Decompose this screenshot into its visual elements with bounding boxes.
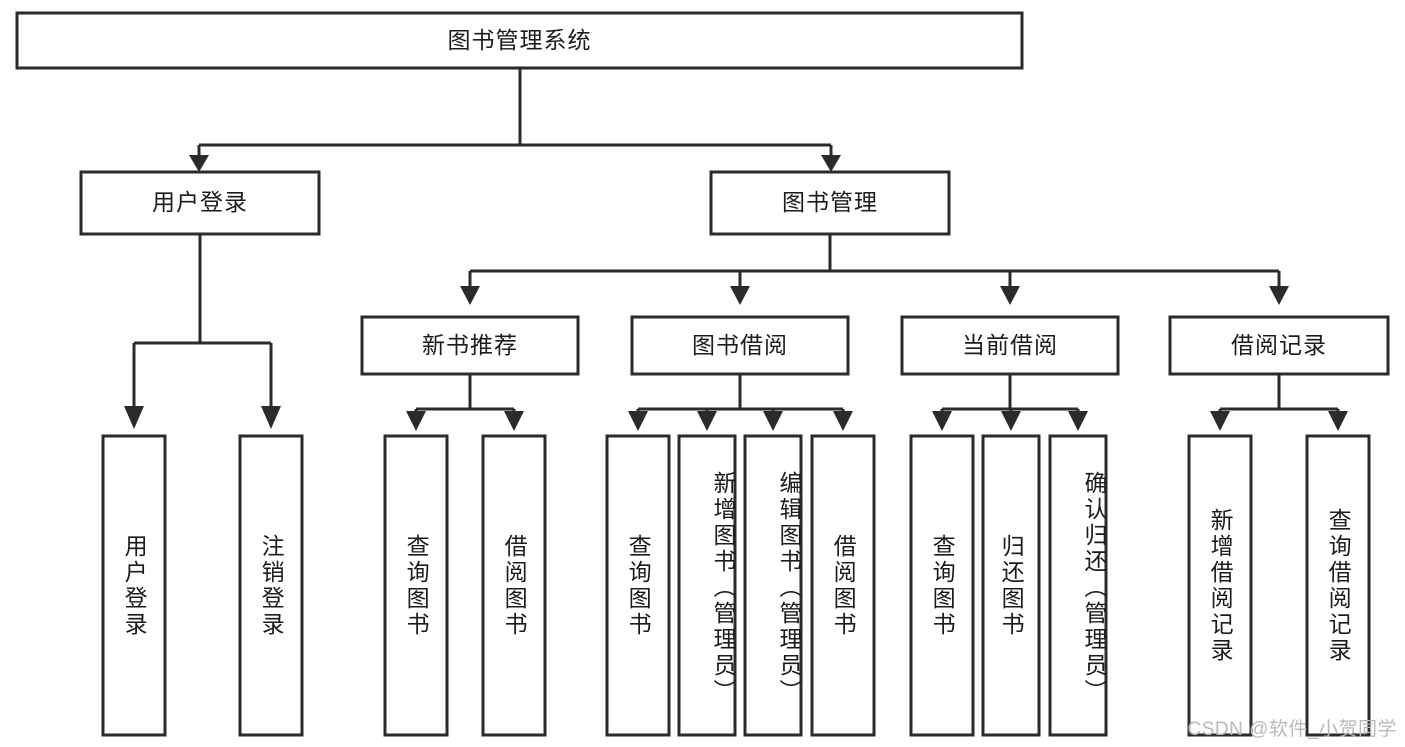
connector-bookborrow-to-leaves (628, 374, 853, 431)
connector-borrowrecord-to-leaves (1210, 374, 1348, 431)
connector-bookmgmt-to-level3 (460, 234, 1289, 305)
arrow-head-icon (261, 406, 281, 429)
arrow-head-icon (124, 406, 144, 429)
arrow-head-icon (763, 411, 783, 431)
arrow-head-icon (821, 155, 841, 172)
arrow-head-icon (730, 286, 750, 305)
node-rect-new-book-recommend[interactable] (360, 315, 580, 376)
arrow-head-icon (406, 411, 426, 431)
connector-currentborrow-to-leaves (932, 374, 1088, 431)
arrow-head-icon (628, 411, 648, 431)
node-rect-root[interactable] (15, 11, 1024, 70)
arrow-head-icon (1210, 411, 1230, 431)
node-rect-borrow-record[interactable] (1168, 315, 1390, 376)
leaf-node-boxes (101, 434, 1371, 737)
node-rect-user-login[interactable] (79, 170, 321, 236)
node-rect-leaf-logout[interactable] (238, 434, 304, 737)
connector-root-to-level2 (189, 68, 841, 172)
arrow-head-icon (460, 286, 480, 305)
arrow-head-icon (1328, 411, 1348, 431)
node-rect-leaf-query-book-2[interactable] (605, 434, 671, 737)
node-rect-leaf-user-login[interactable] (101, 434, 167, 737)
node-rect-leaf-confirm-return-admin[interactable] (1048, 434, 1108, 737)
node-rect-leaf-add-book-admin[interactable] (677, 434, 737, 737)
arrow-head-icon (1001, 411, 1021, 431)
watermark-text: CSDN @软件_小贺同学 (1187, 719, 1397, 740)
node-rect-leaf-query-book-3[interactable] (909, 434, 975, 737)
arrow-head-icon (697, 411, 717, 431)
connector-newbook-to-leaves (406, 374, 524, 431)
arrow-head-icon (1000, 286, 1020, 305)
node-rect-leaf-borrow-book-1[interactable] (481, 434, 547, 737)
arrow-head-icon (189, 155, 209, 172)
arrow-head-icon (1269, 286, 1289, 305)
node-rect-leaf-return-book[interactable] (981, 434, 1041, 737)
connector-userlogin-to-leaves (124, 234, 281, 429)
node-rect-leaf-borrow-book-2[interactable] (810, 434, 876, 737)
node-rect-book-borrow[interactable] (630, 315, 850, 376)
arrow-head-icon (1068, 411, 1088, 431)
node-rect-leaf-query-borrow-record[interactable] (1305, 434, 1371, 737)
node-rect-current-borrow[interactable] (900, 315, 1120, 376)
node-rect-book-management[interactable] (709, 170, 951, 236)
root-node-box[interactable] (15, 11, 1024, 70)
arrow-head-icon (833, 411, 853, 431)
arrow-head-icon (504, 411, 524, 431)
arrow-head-icon (932, 411, 952, 431)
level2-node-boxes (79, 170, 951, 236)
level3-node-boxes (360, 315, 1390, 376)
node-rect-leaf-query-book-1[interactable] (383, 434, 449, 737)
node-rect-leaf-edit-book-admin[interactable] (743, 434, 803, 737)
node-rect-leaf-add-borrow-record[interactable] (1187, 434, 1253, 737)
